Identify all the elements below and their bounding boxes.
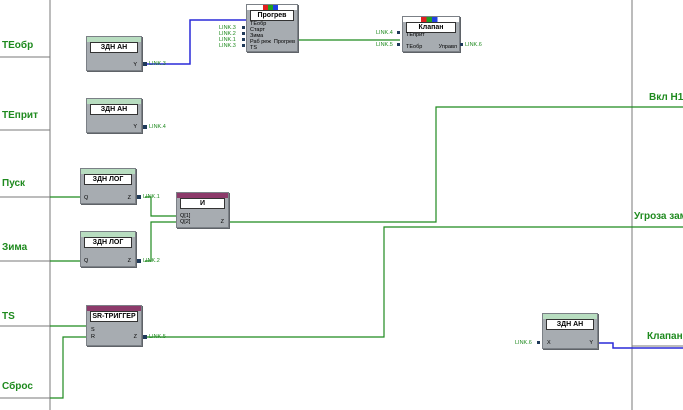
block-title: ЗДН АН — [546, 319, 594, 330]
pin-x[interactable]: X — [547, 340, 551, 346]
pin-start[interactable]: Старт — [250, 27, 265, 33]
wire-and-vkl — [227, 106, 683, 223]
pin-z[interactable]: Z — [220, 219, 224, 225]
link-label: LINK.3 — [219, 43, 236, 49]
block-title: ЗДН АН — [90, 104, 138, 115]
link-label: LINK.3 — [149, 61, 166, 67]
signal-ugroza: Угроза зам — [634, 211, 683, 222]
pin-q[interactable]: Q — [84, 258, 89, 264]
pin-zima[interactable]: Зима — [250, 33, 264, 39]
block-sr-trigger[interactable]: SR-ТРИГГЕР S R Z — [86, 305, 142, 346]
link-label: LINK.4 — [376, 30, 393, 36]
block-title: Прогрев — [250, 10, 294, 21]
wire-sr-ugroza — [146, 226, 683, 338]
pin-rab-rezh[interactable]: Раб реж — [250, 39, 271, 45]
block-zdn-an-1[interactable]: ЗДН АН Y — [86, 36, 142, 71]
signal-klapan: Клапан — [647, 331, 683, 342]
link-label: LINK.6 — [515, 340, 532, 346]
block-title: И — [180, 198, 225, 209]
link-label: LINK.1 — [143, 194, 160, 200]
wire-log2-and — [145, 221, 178, 262]
pin-q2[interactable]: Q[2] — [180, 219, 191, 225]
signal-tepr: ТЕприт — [2, 110, 38, 121]
wire-link3-blue — [146, 19, 247, 65]
signal-teobr: ТЕобр — [2, 40, 34, 51]
link-label: LINK.6 — [465, 42, 482, 48]
block-title: SR-ТРИГГЕР — [90, 311, 138, 322]
link-label: LINK.1 — [219, 37, 236, 43]
block-and[interactable]: И Q[1] Q[2] Z — [176, 192, 229, 228]
block-klapan[interactable]: Клапан ТЕприт ТЕобр Управл — [402, 16, 460, 52]
link-label: LINK.2 — [219, 31, 236, 37]
pin-progrev-out[interactable]: Прогрев — [273, 39, 295, 45]
block-title: ЗДН ЛОГ — [84, 237, 132, 248]
signal-ts: TS — [2, 311, 15, 322]
pin-r[interactable]: R — [91, 334, 95, 340]
pin-z[interactable]: Z — [133, 334, 137, 340]
pin-ts[interactable]: TS — [250, 45, 258, 51]
pin-q[interactable]: Q — [84, 195, 89, 201]
block-zdn-log-1[interactable]: ЗДН ЛОГ Q Z — [80, 168, 136, 204]
pin-tepr[interactable]: ТЕприт — [406, 32, 425, 38]
pin-y[interactable]: Y — [589, 340, 593, 346]
pin-upravl[interactable]: Управл — [438, 44, 457, 50]
link-label: LINK.5 — [376, 42, 393, 48]
block-zdn-an-2[interactable]: ЗДН АН Y — [86, 98, 142, 133]
wire-sbros — [50, 336, 86, 399]
block-progrev[interactable]: Прогрев ТЕобр Старт Зима Раб реж TS Прог… — [246, 4, 298, 52]
link-label: LINK.3 — [219, 25, 236, 31]
pin-y[interactable]: Y — [133, 124, 137, 130]
signal-vkl-n1: Вкл Н1 — [649, 92, 683, 103]
pin-s[interactable]: S — [91, 327, 95, 333]
signal-pusk: Пуск — [2, 178, 26, 189]
wire-klapan-out — [596, 342, 683, 349]
block-title: ЗДН ЛОГ — [84, 174, 132, 185]
block-zdn-log-2[interactable]: ЗДН ЛОГ Q Z — [80, 231, 136, 267]
pin-teobr[interactable]: ТЕобр — [406, 44, 423, 50]
pin-z[interactable]: Z — [127, 258, 131, 264]
block-zdn-an-3[interactable]: ЗДН АН X Y — [542, 313, 598, 349]
signal-sbros: Сброс — [2, 381, 33, 392]
block-title: ЗДН АН — [90, 42, 138, 53]
pin-teobr[interactable]: ТЕобр — [250, 21, 267, 27]
pin-q1[interactable]: Q[1] — [180, 213, 191, 219]
link-label: LINK.4 — [149, 124, 166, 130]
link-label: LINK.5 — [149, 334, 166, 340]
link-label: LINK.2 — [143, 258, 160, 264]
wire-log1-and — [145, 196, 178, 217]
pin-z[interactable]: Z — [127, 195, 131, 201]
pin-y[interactable]: Y — [133, 62, 137, 68]
block-title: Клапан — [406, 22, 456, 33]
signal-zima: Зима — [2, 242, 28, 253]
